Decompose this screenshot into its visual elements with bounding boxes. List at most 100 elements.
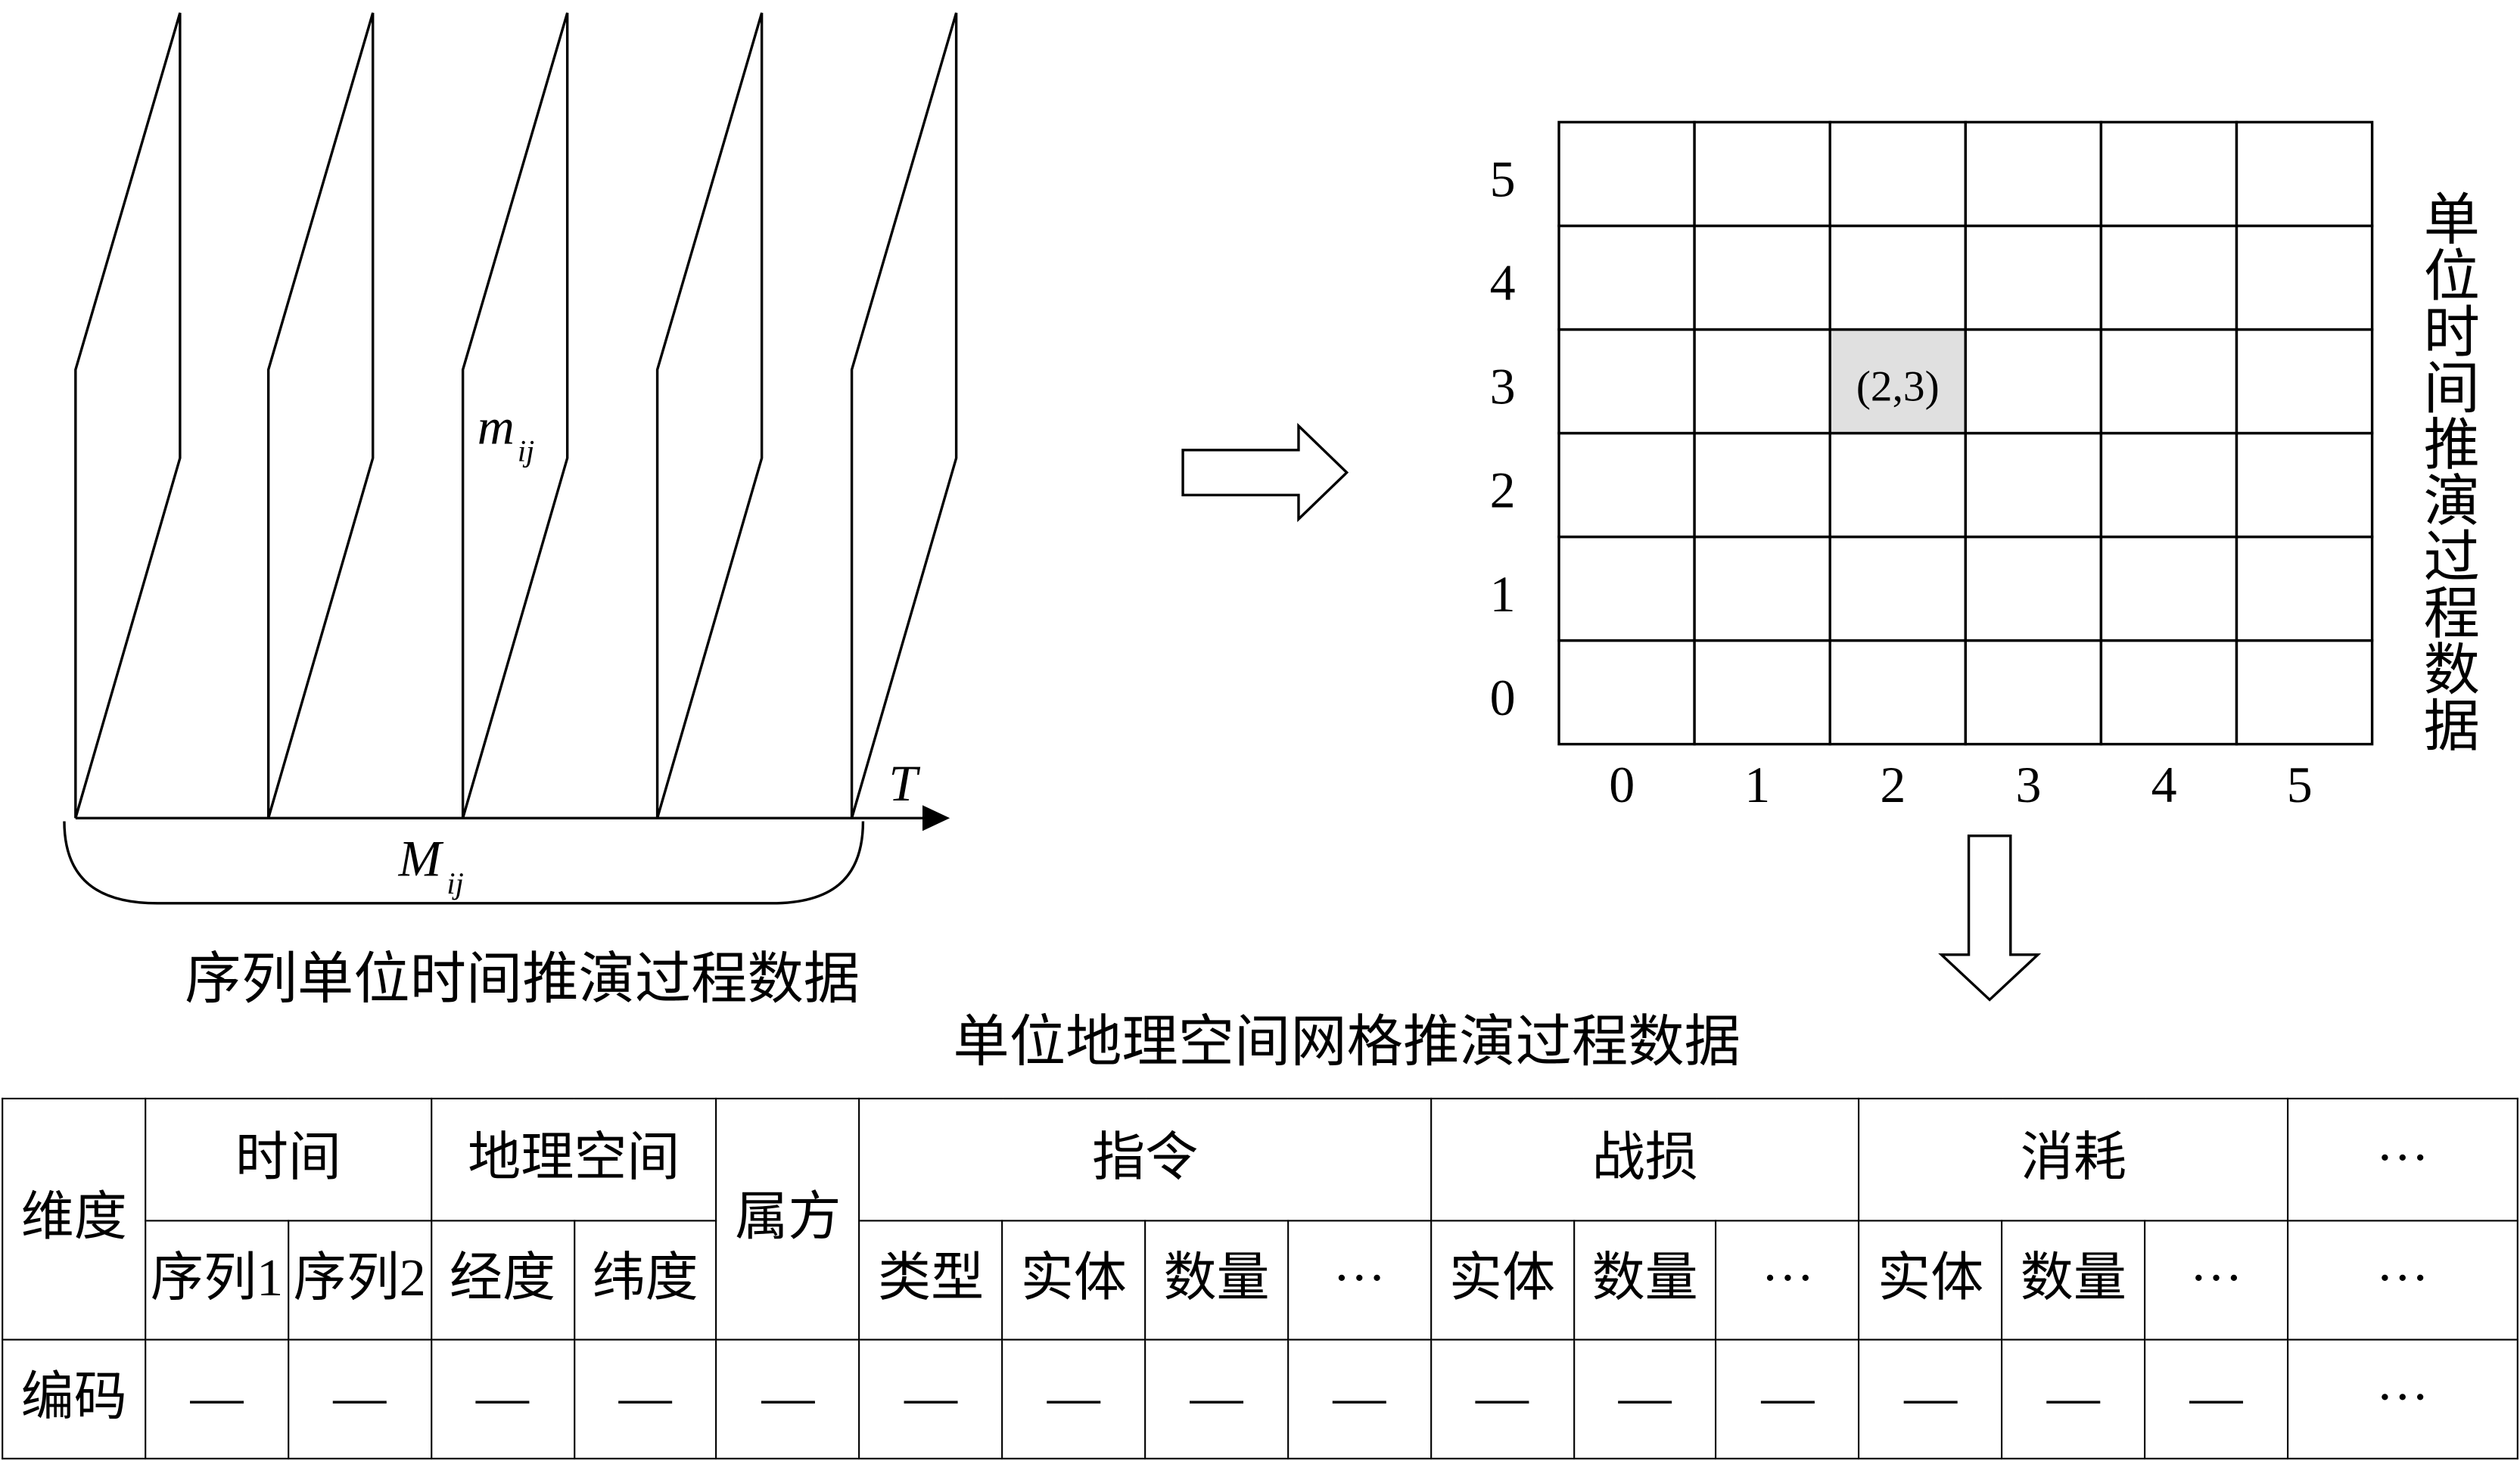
time-slice-panel <box>850 12 958 819</box>
time-axis-arrowhead <box>922 805 950 832</box>
code-value-cell: — <box>715 1338 860 1459</box>
grid-cell <box>2235 224 2374 331</box>
code-value-cell: — <box>2144 1338 2289 1459</box>
grid-cell <box>2235 120 2374 228</box>
code-value-cell: — <box>145 1338 289 1459</box>
grid-vertical-title: 单位时间推演过程数据 <box>2415 189 2478 753</box>
grid-y-tick: 3 <box>1490 358 1516 415</box>
subheader-cell: 类型 <box>858 1220 1003 1341</box>
grid-cell <box>1693 639 1831 746</box>
grid-cell <box>2099 431 2238 539</box>
grid-cell <box>1828 535 1968 642</box>
grid-x-tick: 2 <box>1880 756 1906 813</box>
panel-label: m <box>478 397 515 455</box>
grid-cell <box>2099 120 2238 228</box>
grid-x-tick: 0 <box>1609 756 1635 813</box>
subheader-cell: 序列1 <box>145 1220 289 1341</box>
group-header-cell: 消耗 <box>1858 1097 2289 1222</box>
panel-label-subscript: ij <box>518 434 534 468</box>
table-title: 单位地理空间网格推演过程数据 <box>953 1012 1740 1074</box>
code-value-cell: — <box>1144 1338 1289 1459</box>
grid-cell <box>2235 431 2374 539</box>
grid-cell <box>1557 431 1696 539</box>
grid-cell <box>1693 224 1831 331</box>
code-value-cell: — <box>1001 1338 1146 1459</box>
subheader-cell: ··· <box>2286 1220 2518 1341</box>
subheader-cell: 经度 <box>430 1220 575 1341</box>
grid-cell <box>2235 639 2374 746</box>
grid-x-tick: 4 <box>2151 756 2177 813</box>
grid-cell <box>1964 639 2103 746</box>
grid-y-tick: 2 <box>1490 462 1516 519</box>
code-value-cell: ··· <box>2286 1338 2518 1459</box>
grid-cell <box>2099 639 2238 746</box>
subheader-cell: ··· <box>1715 1220 1860 1341</box>
grid-cell <box>2235 328 2374 435</box>
grid-cell <box>1964 535 2103 642</box>
code-row-label: 编码 <box>2 1338 147 1459</box>
grid-cell <box>1693 535 1831 642</box>
left-caption: 序列单位时间推演过程数据 <box>185 949 860 1011</box>
code-value-cell: — <box>1715 1338 1860 1459</box>
subheader-cell: 数量 <box>1144 1220 1289 1341</box>
row-header-cell: 维度 <box>2 1097 147 1341</box>
grid-cell <box>1964 224 2103 331</box>
code-value-cell: — <box>573 1338 718 1459</box>
hollow-right-arrow <box>1181 422 1349 523</box>
grid-cell <box>1693 431 1831 539</box>
subheader-cell: 实体 <box>1858 1220 2003 1341</box>
group-header-cell: 战损 <box>1430 1097 1860 1222</box>
code-value-cell: — <box>2001 1338 2146 1459</box>
subheader-cell: 纬度 <box>573 1220 718 1341</box>
table-code-row: 编码———————————————··· <box>2 1338 2518 1459</box>
time-slice-panel <box>74 12 182 819</box>
grid-x-tick: 1 <box>1744 756 1770 813</box>
code-value-cell: — <box>287 1338 432 1459</box>
grid-cell <box>1964 328 2103 435</box>
grid-cell <box>1557 328 1696 435</box>
code-value-cell: — <box>1286 1338 1432 1459</box>
subheader-cell: 数量 <box>1573 1220 1718 1341</box>
time-axis-label: T <box>888 754 920 812</box>
grid-cell <box>1693 120 1831 228</box>
code-value-cell: — <box>430 1338 575 1459</box>
group-header-cell: ··· <box>2286 1097 2518 1222</box>
subheader-cell: ··· <box>2144 1220 2289 1341</box>
grid-cell <box>1828 639 1968 746</box>
highlighted-cell-label: (2,3) <box>1856 362 1940 410</box>
subheader-cell: 实体 <box>1430 1220 1575 1341</box>
grid-x-tick: 3 <box>2015 756 2041 813</box>
grid-cell <box>1828 224 1968 331</box>
time-slice-panel <box>266 12 375 819</box>
grid-cell <box>1557 535 1696 642</box>
code-value-cell: — <box>1430 1338 1575 1459</box>
time-slice-panel <box>655 12 764 819</box>
group-header-cell: 属方 <box>715 1097 860 1341</box>
grid-cell <box>1828 120 1968 228</box>
subheader-cell: ··· <box>1286 1220 1432 1341</box>
group-header-cell: 时间 <box>145 1097 432 1222</box>
group-header-cell: 指令 <box>858 1097 1432 1222</box>
grid-cell <box>1964 120 2103 228</box>
grid-y-tick: 1 <box>1490 565 1516 623</box>
code-value-cell: — <box>1858 1338 2003 1459</box>
grid-y-tick: 5 <box>1490 151 1516 208</box>
span-brace <box>63 821 865 905</box>
subheader-cell: 序列2 <box>287 1220 432 1341</box>
grid-cell <box>1557 120 1696 228</box>
subheader-cell: 数量 <box>2001 1220 2146 1341</box>
grid-cell <box>1828 431 1968 539</box>
grid-cell <box>1557 224 1696 331</box>
hollow-down-arrow <box>1938 834 2042 1002</box>
grid-x-tick: 5 <box>2287 756 2313 813</box>
code-value-cell: — <box>1573 1338 1718 1459</box>
span-label-subscript: ij <box>446 866 463 900</box>
code-value-cell: — <box>858 1338 1003 1459</box>
grid-cell <box>2099 224 2238 331</box>
grid-cell <box>1693 328 1831 435</box>
